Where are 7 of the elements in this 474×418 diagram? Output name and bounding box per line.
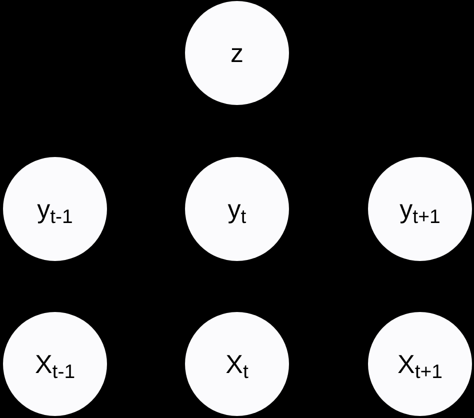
node-label: X$_{t-1}$ [34,351,76,377]
node-label: X$_{t}$ [226,351,248,377]
node-label: X$_{t+1}$ [398,351,442,377]
node-label: y$_{t+1}$ [400,196,440,222]
node-label: z [230,40,244,66]
node-label: y$_{t}$ [228,196,246,222]
node-label: y$_{t-1}$ [37,196,73,222]
